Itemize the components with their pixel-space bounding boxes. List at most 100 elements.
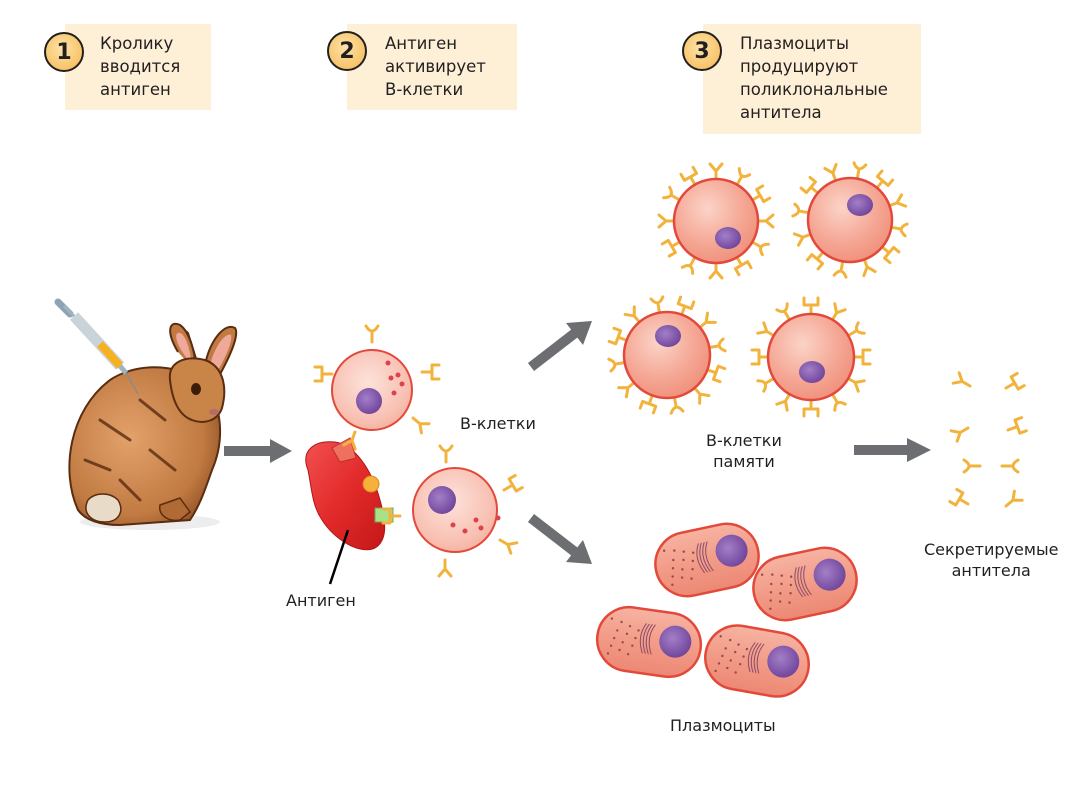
- plasma-cell: [595, 605, 703, 679]
- label-secreted-line-1: Секретируемые: [924, 540, 1059, 559]
- granule: [734, 671, 737, 674]
- er-line: [702, 542, 711, 572]
- plasma-cell: [752, 546, 858, 622]
- granule: [691, 567, 694, 571]
- nucleus: [655, 325, 681, 347]
- er-line: [639, 623, 647, 654]
- granule: [780, 582, 783, 586]
- granule: [780, 574, 783, 577]
- granule: [671, 567, 675, 570]
- antigen-pointer-line: [328, 529, 350, 585]
- step-2-line-1: Антиген: [385, 34, 458, 53]
- granule: [789, 583, 793, 587]
- cell-body: [622, 310, 712, 400]
- granule: [628, 625, 632, 628]
- granule: [691, 559, 695, 563]
- granule: [672, 558, 675, 562]
- memory-b-cell: [657, 162, 775, 280]
- syringe-icon: [54, 298, 139, 395]
- granule: [719, 635, 722, 638]
- er-line: [797, 566, 806, 597]
- step-2-text: Антиген активирует В-клетки: [385, 32, 486, 101]
- plasma-cell: [654, 522, 760, 598]
- granule: [769, 599, 772, 602]
- step-3-line-4: антитела: [740, 103, 822, 122]
- step-3-line-1: Плазмоциты: [740, 34, 849, 53]
- label-secreted-line-2: антитела: [951, 561, 1031, 580]
- nucleus: [715, 227, 741, 249]
- granule: [742, 655, 745, 658]
- label-memory-line-1: В-клетки: [706, 431, 782, 450]
- granule: [631, 644, 634, 647]
- granule: [737, 643, 740, 646]
- memory-b-cell: [791, 161, 909, 279]
- step-2-box: [347, 24, 517, 110]
- granule: [690, 577, 693, 580]
- granule: [680, 576, 684, 579]
- cell-body: [672, 177, 760, 265]
- er-line: [699, 542, 708, 573]
- step-1-line-1: Кролику: [100, 34, 174, 53]
- arrow-right-2: [854, 438, 931, 462]
- cell-body: [766, 312, 856, 402]
- granule: [620, 620, 623, 624]
- arrow-up-right: [527, 321, 592, 371]
- nucleus: [767, 645, 800, 678]
- granule: [682, 550, 685, 553]
- cell-body: [806, 176, 894, 264]
- granule: [779, 592, 782, 595]
- step-3-badge: 3: [682, 31, 722, 71]
- granule: [769, 607, 772, 610]
- granule: [769, 591, 773, 594]
- label-b-cells: В-клетки: [460, 414, 536, 433]
- nucleus: [847, 194, 873, 216]
- step-3-line-2: продуцируют: [740, 57, 859, 76]
- granule: [681, 568, 684, 571]
- granule: [671, 583, 674, 586]
- granule: [789, 591, 792, 595]
- plasma-cells: [595, 522, 858, 698]
- granule: [729, 638, 732, 642]
- granule: [671, 575, 674, 578]
- granule: [734, 650, 737, 654]
- granule: [717, 662, 721, 665]
- granule: [618, 648, 621, 652]
- granule: [662, 549, 666, 552]
- antibody-receptor: [802, 296, 820, 317]
- granule: [626, 653, 630, 656]
- label-memory-line-2: памяти: [713, 452, 775, 471]
- granule: [726, 666, 729, 670]
- antibody-receptor: [851, 348, 872, 366]
- rabbit-illustration: [68, 322, 238, 530]
- antibody-receptor: [657, 213, 677, 229]
- granule: [613, 636, 616, 640]
- nucleus: [659, 625, 692, 658]
- step-2-badge: 2: [327, 31, 367, 71]
- arrow-right-1: [224, 439, 292, 463]
- er-line: [747, 642, 756, 673]
- step-3-text: Плазмоциты продуцируют поликлональные ан…: [740, 32, 888, 124]
- step-3-box: [703, 24, 921, 134]
- er-line: [696, 543, 705, 574]
- er-line: [756, 643, 765, 674]
- nucleus: [799, 361, 825, 383]
- b-cell-bottom: [381, 444, 524, 578]
- step-3-line-3: поликлональные: [740, 80, 888, 99]
- granule: [714, 669, 717, 673]
- step-2-line-2: активирует: [385, 57, 486, 76]
- step-1-text: Кролику вводится антиген: [100, 32, 180, 101]
- granule: [673, 549, 676, 552]
- granule: [606, 652, 610, 655]
- er-line: [705, 541, 714, 572]
- granule: [610, 617, 614, 620]
- nucleus: [715, 534, 748, 567]
- memory-b-cell: [607, 295, 727, 415]
- nucleus: [813, 558, 846, 591]
- granule: [771, 573, 774, 576]
- granule: [691, 551, 695, 554]
- granule: [616, 629, 619, 632]
- er-line: [642, 623, 650, 654]
- granule: [637, 629, 640, 632]
- granule: [609, 644, 613, 647]
